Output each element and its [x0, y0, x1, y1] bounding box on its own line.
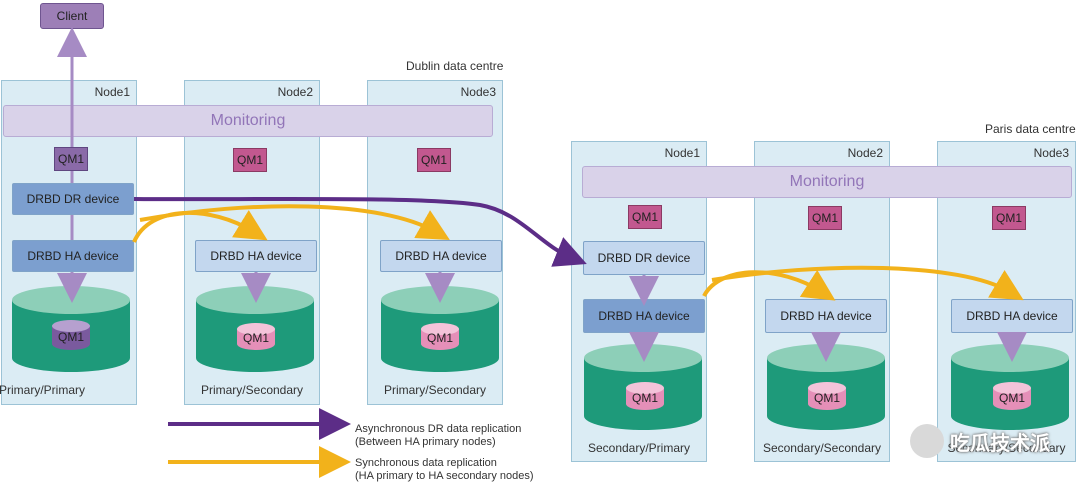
paris-node2-disk-qm-label: QM1 — [814, 391, 841, 405]
paris-label: Paris data centre — [985, 122, 1076, 136]
paris-node1-qm: QM1 — [628, 205, 662, 229]
node-title: Node1 — [664, 146, 700, 160]
dublin-node1-disk-qm-cylinder — [52, 320, 90, 350]
dublin-node2-qm: QM1 — [233, 148, 267, 172]
legend-async-line1: Asynchronous DR data replication — [355, 423, 522, 435]
node-title: Node3 — [1033, 146, 1069, 160]
node-status: Primary/Secondary — [383, 383, 487, 397]
node-status: Secondary/Secondary — [947, 441, 1066, 455]
dublin-node2-disk-qm-cylinder — [237, 323, 275, 350]
node-title: Node3 — [460, 85, 496, 99]
watermark-text: 吃瓜技术派 — [950, 432, 1050, 455]
dublin-node1-ha-device: DRBD HA device — [12, 240, 134, 272]
dublin-sync-arrow-node3 — [139, 204, 450, 240]
dublin-node3-qm: QM1 — [417, 148, 451, 172]
dublin-node3-disk-qm-label: QM1 — [427, 331, 454, 345]
dublin-dr-device: DRBD DR device — [12, 183, 134, 215]
node-status: Secondary/Primary — [587, 441, 691, 455]
dublin-node3-disk-qm-cylinder — [421, 323, 459, 350]
node-title: Node1 — [94, 85, 130, 99]
watermark: 吃瓜技术派 — [910, 424, 1050, 458]
legend-sync-line1: Synchronous data replication — [355, 457, 497, 469]
paris-node1-disk-qm-label: QM1 — [632, 391, 659, 405]
legend-sync-text: Synchronous data replication (HA primary… — [355, 457, 534, 483]
node-title: Node2 — [277, 85, 313, 99]
dublin-node1-disk-qm-label: QM1 — [58, 330, 85, 344]
async-dr-replication-arrow — [133, 196, 587, 267]
wechat-icon — [910, 424, 944, 458]
legend-async-line2: (Between HA primary nodes) — [355, 436, 496, 448]
node-status: Secondary/Secondary — [762, 441, 882, 455]
paris-monitoring-bar: Monitoring — [582, 166, 1072, 198]
paris-sync-arrow-node2 — [702, 269, 836, 301]
paris-node2-qm: QM1 — [808, 206, 842, 230]
paris-node2-disk-qm-cylinder — [808, 382, 846, 410]
dublin-node2-disk-qm-label: QM1 — [243, 331, 270, 345]
legend-async-text: Asynchronous DR data replication (Betwee… — [355, 423, 521, 449]
dublin-monitoring-bar: Monitoring — [3, 105, 493, 137]
dublin-node1-qm: QM1 — [54, 147, 88, 171]
paris-node3-disk-qm-cylinder — [993, 382, 1031, 410]
paris-node3-qm: QM1 — [992, 206, 1026, 230]
paris-sync-arrow-node3 — [711, 265, 1024, 301]
dublin-node3-ha-device: DRBD HA device — [380, 240, 502, 272]
dublin-node2-ha-device: DRBD HA device — [195, 240, 317, 272]
node-title: Node2 — [847, 146, 883, 160]
legend-sync-line2: (HA primary to HA secondary nodes) — [355, 470, 534, 482]
node-status: Primary/Primary — [0, 383, 85, 397]
client-box: Client — [40, 3, 104, 29]
node-status: Primary/Secondary — [200, 383, 304, 397]
paris-node1-disk-qm-cylinder — [626, 382, 664, 410]
dublin-label: Dublin data centre — [406, 59, 504, 73]
paris-node3-disk-qm-label: QM1 — [999, 391, 1026, 405]
